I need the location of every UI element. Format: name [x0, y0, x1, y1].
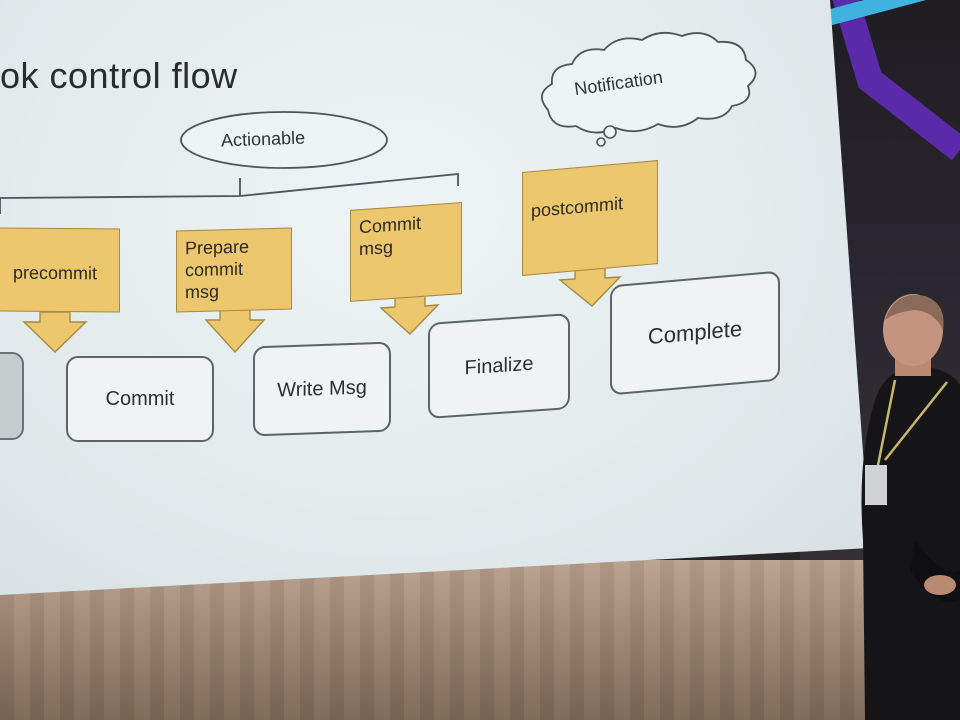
prepare-commit-msg-arrow — [204, 309, 266, 354]
stage-finalize: Finalize — [428, 313, 570, 419]
stage-write-msg-label: Write Msg — [277, 375, 367, 402]
projection-screen: ok control flow Actionable Notification … — [0, 0, 870, 595]
stage-curtain — [0, 560, 960, 720]
stage-finalize-label: Finalize — [464, 352, 534, 379]
actionable-label: Actionable — [220, 127, 306, 151]
hook-prepare-line-2: commit — [185, 258, 243, 281]
hook-precommit: precommit — [0, 227, 120, 313]
presenter-badge — [865, 465, 887, 505]
notification-bubble-shape — [541, 31, 757, 134]
presenter — [861, 294, 960, 720]
slide-title: ok control flow — [0, 55, 238, 96]
stage-complete-label: Complete — [647, 315, 743, 350]
hook-postcommit: postcommit — [522, 160, 658, 276]
hook-prepare-line-1: Prepare — [185, 236, 250, 259]
presenter-lanyard — [875, 379, 948, 471]
slide-diagram-lines — [0, 31, 757, 354]
hook-postcommit-label: postcommit — [531, 193, 624, 222]
actionable-bracket — [0, 173, 459, 199]
cyan-band — [817, 0, 927, 28]
stage-write-msg: Write Msg — [253, 341, 391, 437]
stage-commit-label: Commit — [105, 387, 175, 410]
hook-prepare-commit-msg: Prepare commit msg — [176, 227, 292, 313]
stage-complete: Complete — [610, 270, 780, 396]
presenter-hand — [924, 575, 956, 595]
stage-partial — [0, 352, 24, 440]
notification-bubble-tail-2 — [596, 137, 606, 147]
notification-bubble-tail-1 — [603, 125, 617, 139]
commit-msg-arrow — [379, 295, 440, 335]
hook-precommit-label: precommit — [13, 262, 98, 284]
hook-prepare-line-3: msg — [185, 281, 220, 303]
stage-commit: Commit — [66, 356, 214, 442]
backdrop-decoration — [817, 0, 960, 161]
purple-band — [832, 0, 960, 161]
postcommit-arrow — [558, 267, 622, 307]
presenter-body — [861, 365, 960, 720]
precommit-arrow — [22, 311, 88, 353]
presenter-hair — [885, 295, 944, 330]
actionable-bubble-shape — [180, 111, 388, 169]
hook-commit-msg: Commit msg — [350, 202, 462, 302]
